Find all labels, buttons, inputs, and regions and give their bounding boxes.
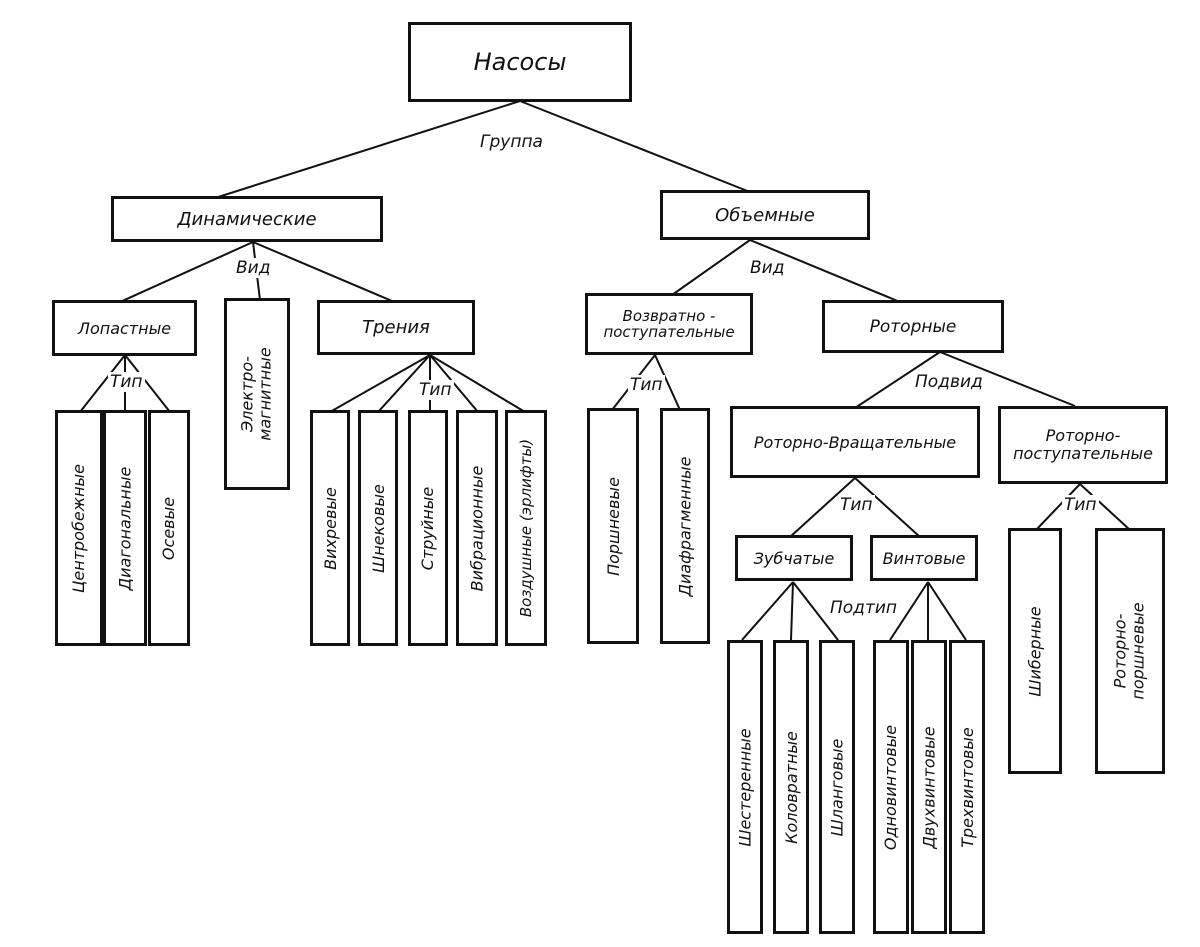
dynamic-vid-label: Вид [234, 258, 273, 278]
lopastnye-tip-label: Тип [108, 372, 145, 392]
rot-vrash-node: Роторно-Вращательные [730, 406, 980, 478]
volumetric-vid-label: Вид [748, 258, 787, 278]
type-screw-auger: Шнековые [358, 410, 398, 646]
root-node: Насосы [408, 22, 632, 102]
subtype-gear-wheel: Шестеренные [727, 640, 763, 934]
type-vane: Шиберные [1008, 528, 1062, 774]
reciprocating-node: Возвратно - поступательные [585, 293, 753, 355]
rot-post-tip-label: Тип [1062, 495, 1099, 515]
type-piston: Поршневые [587, 408, 639, 644]
gear-node: Зубчатые [735, 535, 853, 581]
friction-tip-label: Тип [417, 380, 454, 400]
lopastnye-node: Лопастные [52, 300, 197, 356]
type-diaphragm: Диафрагменные [660, 408, 710, 644]
subtype-rotary-lobe: Коловратные [773, 640, 809, 934]
type-axial: Осевые [148, 410, 190, 646]
screw-node: Винтовые [870, 535, 978, 581]
rotary-node: Роторные [822, 300, 1004, 353]
group-label: Группа [478, 132, 545, 152]
type-vibration: Вибрационные [456, 410, 498, 646]
dynamic-node: Динамические [111, 196, 383, 242]
electromagnetic-node: Электро- магнитные [224, 298, 290, 490]
rotary-podvid-label: Подвид [913, 372, 985, 392]
rot-vrash-tip-label: Тип [838, 495, 875, 515]
type-vortex: Вихревые [310, 410, 350, 646]
subtype-twin-screw: Двухвинтовые [911, 640, 947, 934]
subtype-hose: Шланговые [819, 640, 855, 934]
subtype-single-screw: Одновинтовые [873, 640, 909, 934]
type-centrifugal: Центробежные [55, 410, 103, 646]
friction-node: Трения [317, 300, 475, 355]
rot-post-node: Роторно- поступательные [998, 406, 1168, 484]
podtip-label: Подтип [828, 598, 900, 618]
type-airlift: Воздушные (эрлифты) [505, 410, 547, 646]
type-jet: Струйные [408, 410, 448, 646]
subtype-triple-screw: Трехвинтовые [949, 640, 985, 934]
type-diagonal: Диагональные [103, 410, 147, 646]
volumetric-node: Объемные [660, 190, 870, 240]
type-rotary-piston: Роторно- поршневые [1095, 528, 1165, 774]
reciprocating-tip-label: Тип [628, 375, 665, 395]
